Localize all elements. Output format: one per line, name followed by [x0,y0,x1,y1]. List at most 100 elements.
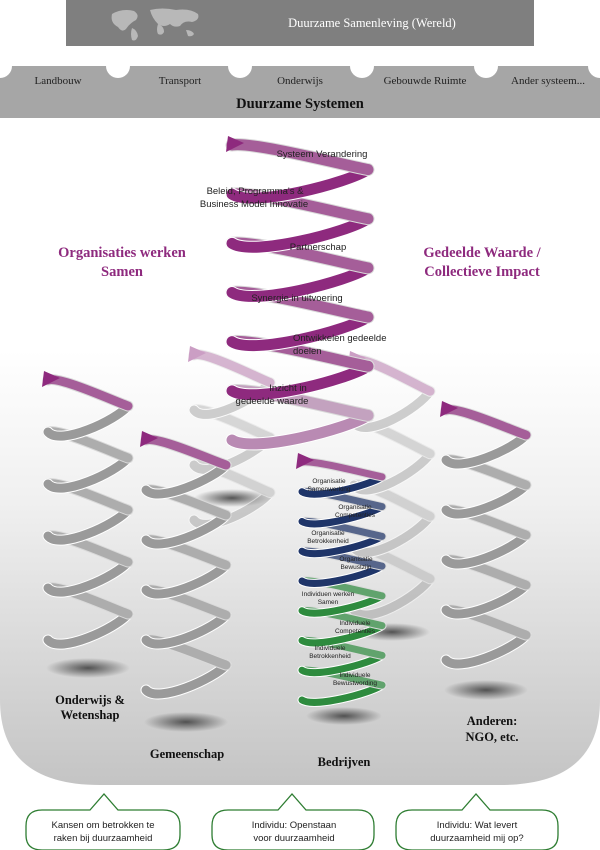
shadow-anderen [444,680,528,700]
org-bewustzijn-l1: Organisatie [339,556,373,563]
spiral-anderen-band [441,530,531,569]
ind-competenties-l1: Individuele [339,620,370,627]
spiral-onderwijs-band [43,453,133,493]
spiral-mid-left-band [189,350,275,387]
left-side-heading-line2: Samen [101,264,143,280]
ind-samen-l2: Samen [318,599,339,606]
company-spiral [296,453,387,707]
spiral-systems-band [226,262,374,302]
spiral-mid-right-edge [348,510,436,558]
org-competenties-l2: Competenties [335,512,376,519]
spiral-systems-band [226,409,374,450]
spiral-mid-right-band [349,511,435,557]
spiral-onderwijs-band [43,557,133,597]
spiral-mid-left-arrow-icon [188,346,206,362]
level-beleid-line1: Beleid, Programma's & [207,186,305,197]
right-side-heading-line2: Collectieve Impact [424,264,540,280]
spiral-onderwijs-band [43,505,133,545]
level-inzicht-line1: Inzicht in [269,383,307,394]
callout-openstaan-line2: voor duurzaamheid [253,833,334,844]
spiral-bedrijven-arrow-icon [296,453,314,469]
callout-openstaan-line1: Individu: Openstaan [252,820,337,831]
group-bedrijven: Bedrijven [318,755,371,769]
left-side-heading-line1: Organisaties werken [58,245,186,261]
org-competenties-l1: Organisatie [338,504,372,511]
callout-wat-levert-line1: Individu: Wat levert [437,820,518,831]
spiral-gemeenschap-band [141,510,231,549]
org-bewustzijn-l2: Bewustzijn [340,564,371,571]
spiral-mid-right-edge [348,573,436,621]
spiral-systems-band [226,139,374,176]
top-banner-title: Duurzame Samenleving (Wereld) [288,16,456,30]
system-item-landbouw: Landbouw [34,75,81,87]
spiral-anderen-band [441,630,531,669]
shadow-mid-left [194,489,270,507]
system-item-ander-systeem: Ander systeem... [511,75,585,87]
systems-band-notches [0,54,600,78]
callout-wat-levert: Individu: Wat levert duurzaamheid mij op… [395,793,559,850]
level-systeem-verandering: Systeem Verandering [277,149,368,160]
level-ontwikkelen-line2: doelen [293,346,322,357]
spiral-mid-left-edge [188,459,276,498]
spiral-systems [225,136,375,451]
spiral-mid-left-band [189,405,275,442]
spiral-anderen [440,401,532,670]
central-spiral [225,136,375,451]
spiral-mid-left-edge [188,487,276,530]
right-side-heading-line1: Gedeelde Waarde / [423,245,541,261]
spiral-anderen-arrow-icon [440,401,458,417]
spiral-systems-band [226,360,374,401]
spiral-onderwijs-band [43,609,133,649]
group-anderen-line1: Anderen: [467,714,517,728]
org-betrokkenheid-l2: Betrokkenheid [307,538,349,545]
ind-betrokkenheid-l1: Individuele [314,645,345,652]
callout-wat-levert-line2: duurzaamheid mij op? [430,833,523,844]
org-samenwerking-l1: Organisatie [312,478,346,485]
ind-bewustwording-l1: Individuele [339,672,370,679]
shadow-bedrijven [306,707,382,725]
spiral-gemeenschap-band [141,460,231,499]
level-synergie: Synergie in uitvoering [251,293,342,304]
spiral-mid-right-band [349,574,435,620]
spiral-onderwijs-arrow-icon [42,371,60,387]
ind-betrokkenheid-l2: Betrokkenheid [309,653,351,660]
spiral-gemeenschap [140,431,232,700]
shadow-onderwijs [46,658,130,678]
spiral-systems-arrow-icon [226,136,244,152]
ind-bewustwording-l2: Bewustwording [333,680,377,687]
org-samenwerking-l2: Samenwerking [308,486,351,493]
group-anderen-line2: NGO, etc. [465,730,518,744]
shadow-gemeenschap [144,712,228,732]
company-spiral-labels: Organisatie Samenwerking Organisatie Com… [302,478,378,687]
world-map-icon [111,8,199,41]
ind-samen-l1: Individuen werken [302,591,355,598]
spiral-systems-band [226,164,374,204]
spiral-onderwijs-band [43,401,133,441]
systems-band [0,66,600,118]
spiral-anderen-band [441,480,531,519]
spiral-mid-left-edge [188,404,276,443]
group-onderwijs-line1: Onderwijs & [55,693,125,707]
spiral-anderen-band [441,580,531,619]
systems-title: Duurzame Systemen [236,96,364,112]
callout-kansen-line1: Kansen om betrokken te [52,820,155,831]
spiral-bedrijven [296,453,387,707]
ind-competenties-l2: Competenties [335,628,376,635]
group-onderwijs-line2: Wetenshap [60,708,119,722]
level-ontwikkelen-line1: Ontwikkelen gedeelde [293,333,386,344]
central-spiral-labels: Systeem Verandering Beleid, Programma's … [200,149,387,407]
level-beleid-line2: Business Model Innovatie [200,199,308,210]
level-inzicht-line2: gedeelde waarde [236,396,309,407]
spiral-anderen-band [441,430,531,469]
top-banner [66,0,534,46]
org-betrokkenheid-l1: Organisatie [311,530,345,537]
spiral-gemeenschap-arrow-icon [140,431,158,447]
callout-kansen: Kansen om betrokken te raken bij duurzaa… [25,793,181,850]
background-spirals [42,346,532,700]
system-item-transport: Transport [159,75,201,87]
spiral-gemeenschap-band [141,610,231,649]
spiral-systems-band [226,213,374,253]
spiral-gemeenschap-band [141,660,231,699]
spiral-mid-left-edge [188,349,276,388]
